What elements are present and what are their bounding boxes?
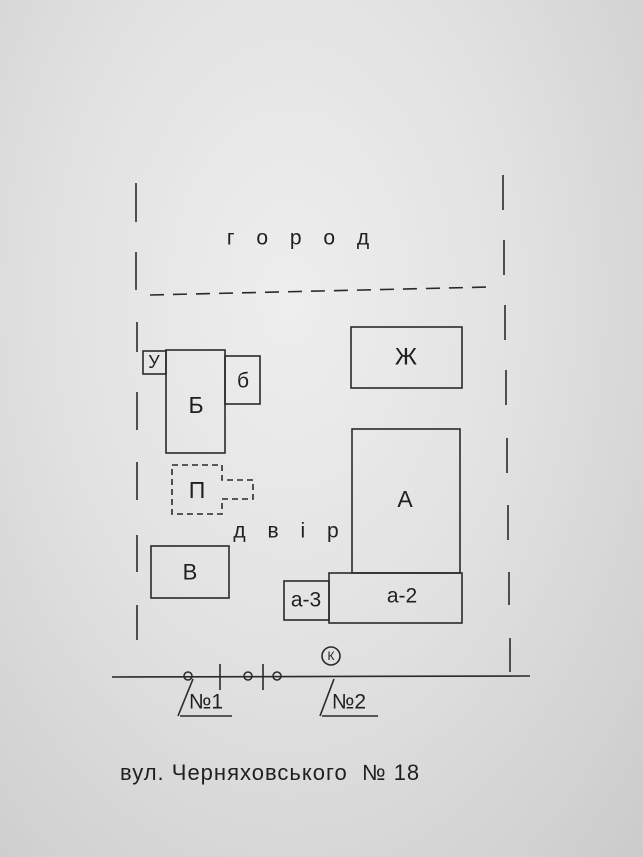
- garden-label: г о р о д: [227, 227, 377, 250]
- garden-yard-divider: [149, 286, 491, 296]
- building-b-upper: Б: [165, 349, 226, 454]
- yard-label: д в і р: [233, 520, 346, 543]
- building-u: У: [142, 350, 167, 375]
- building-a: А: [351, 428, 461, 574]
- marker-k-label: К: [328, 649, 335, 663]
- building-v-label: В: [183, 560, 198, 585]
- building-zh-label: Ж: [395, 344, 417, 371]
- building-p: П: [171, 464, 254, 515]
- building-a-label: А: [397, 486, 413, 512]
- building-b-lower: б: [224, 355, 261, 405]
- building-v: В: [150, 545, 230, 599]
- building-a2: а-2: [328, 572, 463, 624]
- boundary-left: [135, 183, 138, 640]
- building-zh: Ж: [350, 326, 463, 389]
- building-a2-label: а-2: [387, 585, 417, 608]
- gate-2: №2: [319, 678, 378, 717]
- gate-1-label: №1: [189, 691, 223, 714]
- street-line: [111, 664, 531, 690]
- gate-2-label: №2: [332, 691, 366, 714]
- street-address: вул. Черняховського № 18: [120, 760, 420, 785]
- boundary-right: [502, 175, 511, 672]
- building-b-lower-label: б: [237, 370, 249, 393]
- building-a3-label: а-3: [291, 589, 321, 612]
- gate-1: №1: [177, 678, 232, 717]
- marker-k: К: [321, 646, 341, 666]
- building-p-label: П: [189, 477, 206, 503]
- building-u-label: У: [148, 352, 160, 372]
- building-b-upper-label: Б: [188, 392, 203, 418]
- building-a3: а-3: [283, 580, 330, 621]
